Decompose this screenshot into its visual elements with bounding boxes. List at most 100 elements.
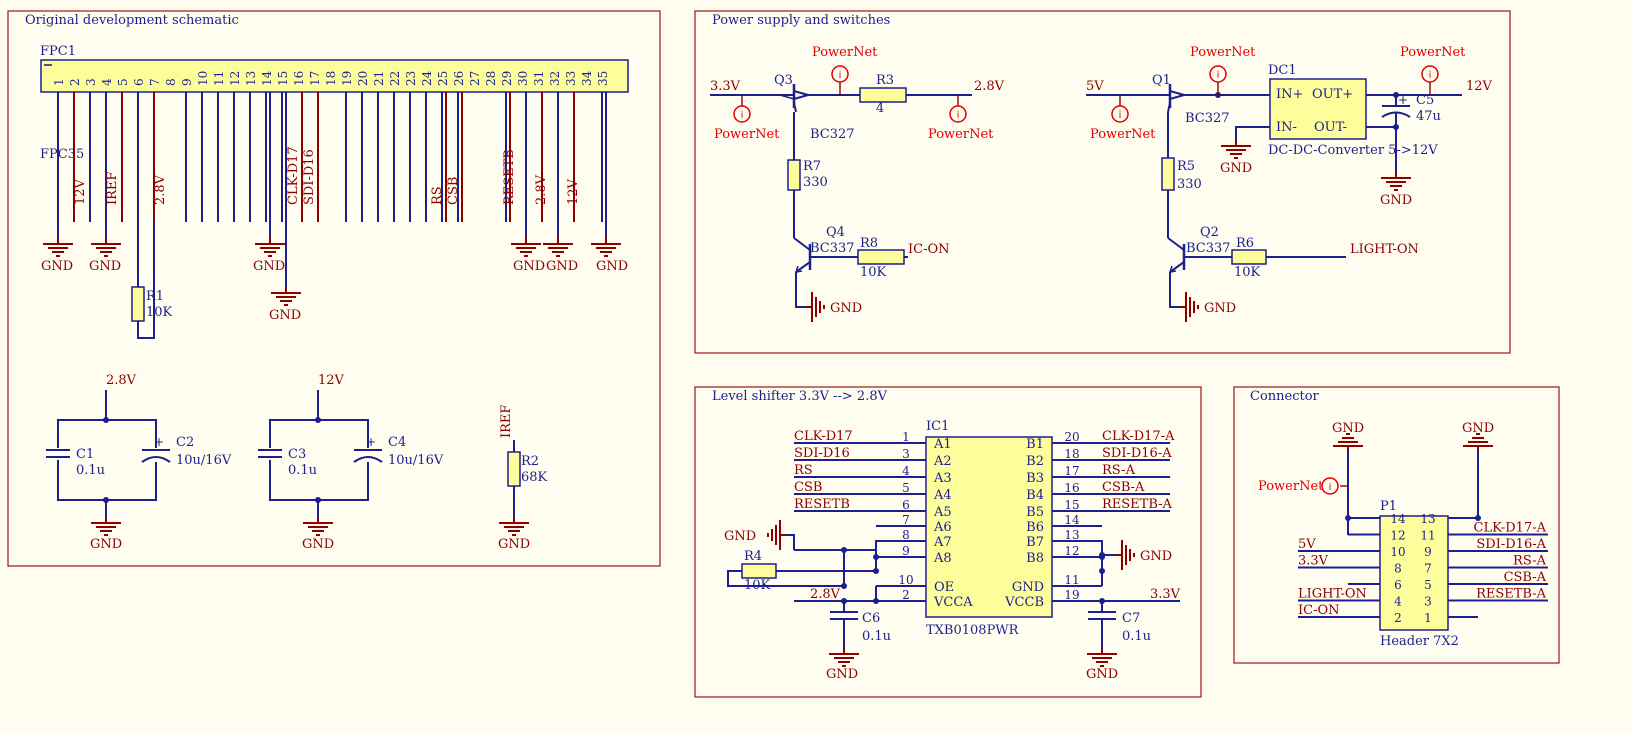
frame-connector <box>1233 386 1560 664</box>
p1-ref: P1 <box>1380 499 1397 514</box>
r2-net: IREF <box>499 405 514 438</box>
ground-symbol <box>1380 171 1412 191</box>
svg-text:+: + <box>154 435 164 449</box>
c5-value: 47u <box>1416 109 1441 124</box>
fpc-net-clk-d17: CLK-D17 <box>286 146 301 205</box>
ic1-pin-name: A2 <box>933 454 952 469</box>
ground-symbol <box>498 516 530 536</box>
resistor-r1[interactable] <box>131 286 145 322</box>
fpc-net-12vb: 12V <box>566 178 581 205</box>
capacitor-c5[interactable]: + <box>1381 93 1411 172</box>
ground-symbol <box>828 647 860 667</box>
resistor-r7[interactable] <box>787 159 801 191</box>
ic1-net-label: CLK-D17 <box>794 429 853 444</box>
p1-net-label: SDI-D16-A <box>1476 537 1546 552</box>
powernet-label: PowerNet <box>1258 479 1324 494</box>
r4-ref: R4 <box>744 549 762 564</box>
section-title-power: Power supply and switches <box>712 13 890 28</box>
gnd-label: GND <box>89 259 121 274</box>
capacitor-c7[interactable] <box>1088 611 1116 620</box>
powernet-label: PowerNet <box>928 127 994 142</box>
gnd-label: GND <box>1462 421 1494 436</box>
powernet-flag-icon <box>1209 65 1227 83</box>
power-in-3v3: 3.3V <box>710 79 741 94</box>
gnd-label: GND <box>269 308 301 323</box>
fpc-pin-number: 17 <box>308 71 322 86</box>
fpc-pin-number: 16 <box>292 71 306 86</box>
gnd-label: GND <box>513 259 545 274</box>
section-title-connector: Connector <box>1250 389 1320 404</box>
power-in-5v: 5V <box>1086 79 1104 94</box>
gnd-label: GND <box>90 537 122 552</box>
ic1-net-label: RS <box>794 463 813 478</box>
ic1-net-label: RESETB-A <box>1102 497 1173 512</box>
fpc-pin-number: 8 <box>164 78 178 86</box>
p1-pin-number: 9 <box>1424 545 1432 559</box>
resistor-r6[interactable] <box>1231 249 1267 265</box>
fpc-pin-number: 15 <box>276 71 290 86</box>
cap-block1-supply: 2.8V <box>106 373 137 388</box>
fpc-pin-number: 32 <box>548 71 562 86</box>
cap-block2-supply: 12V <box>318 373 345 388</box>
ground-symbol <box>254 237 286 257</box>
transistor-q2[interactable] <box>1167 237 1186 273</box>
ground-symbol <box>1179 291 1199 323</box>
transistor-q4[interactable] <box>793 237 812 273</box>
header-connector-p1[interactable] <box>1379 515 1449 631</box>
r5-ref: R5 <box>1177 159 1195 174</box>
fpc-pin-number: 28 <box>484 71 498 86</box>
ground-symbol <box>767 519 787 551</box>
ic1-pin-number: 14 <box>1064 513 1080 527</box>
ic1-net-label: RESETB <box>794 497 850 512</box>
r3-ref: R3 <box>876 73 894 88</box>
ground-symbol <box>302 516 334 536</box>
ic1-pin-name: B7 <box>1026 535 1044 550</box>
q1-ref: Q1 <box>1152 73 1171 88</box>
capacitor-c2[interactable]: + <box>140 435 172 463</box>
c2-ref: C2 <box>176 435 194 450</box>
powernet-flag-icon <box>1321 477 1339 495</box>
fpc-pin-number: 3 <box>84 78 98 86</box>
capacitor-c1[interactable] <box>44 448 72 460</box>
fpc-pin-number: 18 <box>324 71 338 86</box>
dc1-description: DC-DC-Converter 5->12V <box>1268 143 1438 158</box>
resistor-r3[interactable] <box>859 87 907 103</box>
ic1-pin-name: B2 <box>1026 454 1044 469</box>
fpc-pin-number: 26 <box>452 71 466 86</box>
p1-pin-number: 11 <box>1420 529 1435 543</box>
c7-value: 0.1u <box>1122 629 1151 644</box>
ic1-net-label: RS-A <box>1102 463 1136 478</box>
fpc-connector-body[interactable] <box>40 59 629 93</box>
ic1-pin-name: B1 <box>1026 437 1044 452</box>
ground-symbol <box>1462 433 1494 453</box>
transistor-q1[interactable] <box>1154 84 1185 113</box>
gnd-label: GND <box>1380 193 1412 208</box>
fpc-pin-number: 24 <box>420 70 434 86</box>
p1-pin-number: 6 <box>1394 578 1402 592</box>
capacitor-c3[interactable] <box>256 448 284 460</box>
resistor-r5[interactable] <box>1161 157 1175 191</box>
ic1-pin-name: B5 <box>1026 505 1044 520</box>
ic1-ref: IC1 <box>926 419 949 434</box>
resistor-r2[interactable] <box>507 451 521 487</box>
resistor-r8[interactable] <box>857 249 905 265</box>
resistor-r4[interactable] <box>741 563 777 579</box>
p1-net-label: 5V <box>1298 537 1316 552</box>
r7-value: 330 <box>803 175 828 190</box>
q3-type: BC327 <box>810 127 855 142</box>
capacitor-c4[interactable]: + <box>352 435 384 463</box>
dc-dc-converter-dc1[interactable] <box>1269 78 1367 140</box>
capacitor-c6[interactable] <box>830 611 858 620</box>
fpc-pin-number: 21 <box>372 71 386 86</box>
p1-pin-number: 7 <box>1424 562 1432 576</box>
fpc-pin-number: 33 <box>564 71 578 86</box>
p1-pin-number: 3 <box>1424 595 1432 609</box>
transistor-q3[interactable] <box>778 84 809 113</box>
q4-ref: Q4 <box>826 225 845 240</box>
fpc-pin-number: 1 <box>52 78 66 86</box>
ic1-net-label: SDI-D16 <box>794 446 850 461</box>
ground-symbol <box>42 237 74 257</box>
